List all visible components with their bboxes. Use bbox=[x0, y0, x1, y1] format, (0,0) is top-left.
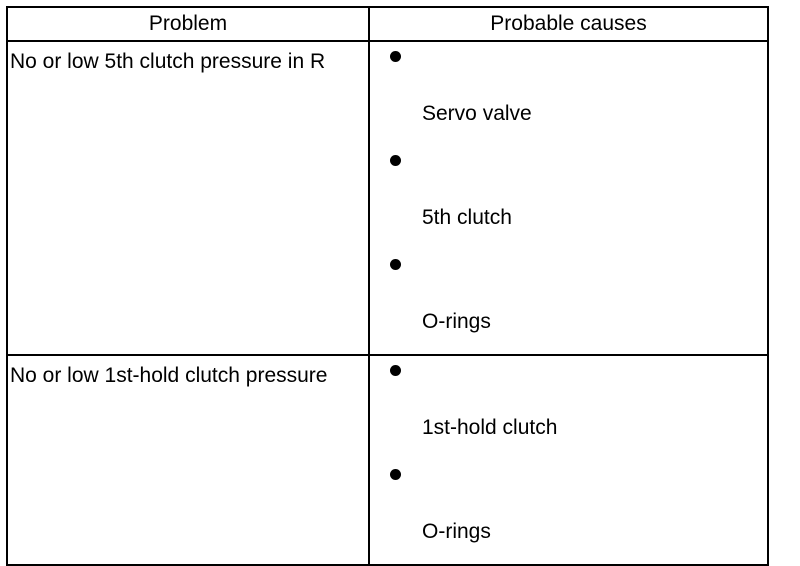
table-header-row: Problem Probable causes bbox=[6, 6, 769, 42]
problem-cell: No or low 5th clutch pressure in R bbox=[6, 40, 370, 356]
problem-cell: No or low 1st-hold clutch pressure bbox=[6, 354, 370, 566]
header-problem: Problem bbox=[6, 6, 370, 42]
cause-label: 5th clutch bbox=[422, 206, 512, 229]
cause-item: Servo valve bbox=[370, 42, 767, 146]
cause-list: Servo valve 5th clutch O-rings bbox=[370, 42, 767, 354]
header-probable-causes: Probable causes bbox=[368, 6, 769, 42]
cause-item: O-rings bbox=[370, 460, 767, 564]
cause-label: O-rings bbox=[422, 310, 491, 333]
table-row: No or low 5th clutch pressure in R Servo… bbox=[6, 40, 769, 356]
problem-text: No or low 1st-hold clutch pressure bbox=[10, 364, 328, 387]
bullet-icon bbox=[390, 365, 401, 376]
cause-label: O-rings bbox=[422, 520, 491, 543]
troubleshooting-table: Problem Probable causes No or low 5th cl… bbox=[6, 6, 769, 566]
cause-label: 1st-hold clutch bbox=[422, 416, 558, 439]
bullet-icon bbox=[390, 51, 401, 62]
causes-cell: Servo valve 5th clutch O-rings bbox=[368, 40, 769, 356]
troubleshooting-page: Problem Probable causes No or low 5th cl… bbox=[6, 6, 769, 566]
bullet-icon bbox=[390, 259, 401, 270]
bullet-icon bbox=[390, 155, 401, 166]
cause-item: O-rings bbox=[370, 250, 767, 354]
problem-text: No or low 5th clutch pressure in R bbox=[10, 50, 326, 73]
table-row: No or low 1st-hold clutch pressure 1st-h… bbox=[6, 354, 769, 566]
cause-item: 5th clutch bbox=[370, 146, 767, 250]
causes-cell: 1st-hold clutch O-rings bbox=[368, 354, 769, 566]
cause-label: Servo valve bbox=[422, 102, 532, 125]
cause-item: 1st-hold clutch bbox=[370, 356, 767, 460]
cause-list: 1st-hold clutch O-rings bbox=[370, 356, 767, 564]
bullet-icon bbox=[390, 469, 401, 480]
